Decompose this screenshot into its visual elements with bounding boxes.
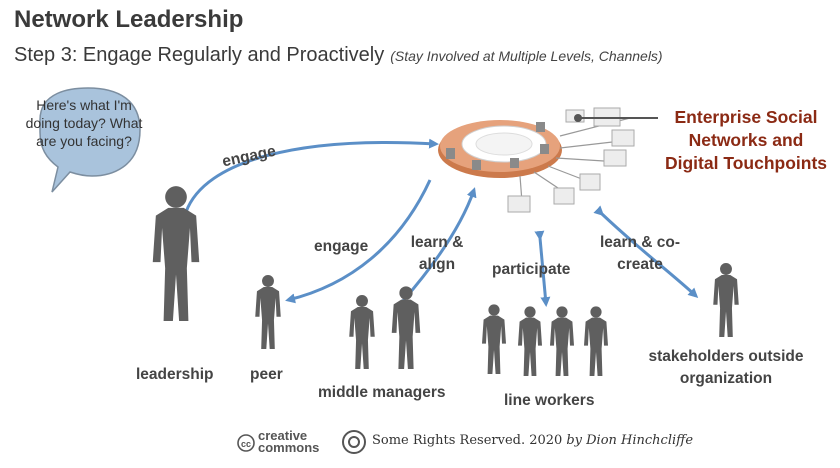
rights-text: Some Rights Reserved. 2020 [372,433,563,448]
arrow-engage-leadership [184,138,439,213]
line-worker-figure-icon [518,306,542,376]
stakeholder-figure-icon [713,263,739,337]
enterprise-social-network-graphic [438,107,635,213]
attribution-icon [342,430,366,454]
arrow-participate [534,230,551,307]
group-label-peer: peer [250,366,283,383]
platform-label: Enterprise Social Networks and Digital T… [664,107,828,173]
label-participate: participate [492,261,571,278]
line-worker-figure-icon [550,306,574,376]
group-label-middle-managers: middle managers [318,384,446,401]
group-label-stakeholders: stakeholders outside organization [648,348,804,387]
line-worker-figure-icon [584,306,608,376]
diagram-title: Network Leadership [14,6,244,33]
middle-manager-figure-icon [391,286,421,369]
middle-manager-figure-icon [349,295,375,369]
group-label-leadership: leadership [136,366,214,383]
cc-logo-commons: commons [258,440,320,455]
label-learn-align: learn & align [410,234,464,273]
leadership-figure-icon [152,186,200,321]
subtitle-note: (Stay Involved at Multiple Levels, Chann… [390,48,663,64]
speech-bubble [39,87,141,193]
group-label-line-workers: line workers [504,392,595,409]
line-worker-figure-icon [482,304,506,374]
diagram-subtitle: Step 3: Engage Regularly and Proactively… [14,44,663,67]
speech-bubble-text: Here's what I'm doing today? What are yo… [25,97,143,149]
author-text: by Dion Hinchcliffe [566,433,694,448]
attribution-icon-inner [348,436,360,448]
cc-icon [237,434,255,452]
cc-logo-text: creative commons [258,428,320,455]
arrow-learn-cocreate [593,205,699,299]
cc-icon-glyph: cc [241,439,251,449]
cc-logo-creative: creative [258,428,308,443]
arrow-engage-peer [285,179,432,304]
label-engage-peer: engage [314,238,369,255]
platform-pointer-dot [574,114,582,122]
peer-figure-icon [255,275,281,349]
subtitle-main: Step 3: Engage Regularly and Proactively [14,44,385,66]
label-learn-cocreate: learn & co-create [599,234,681,273]
